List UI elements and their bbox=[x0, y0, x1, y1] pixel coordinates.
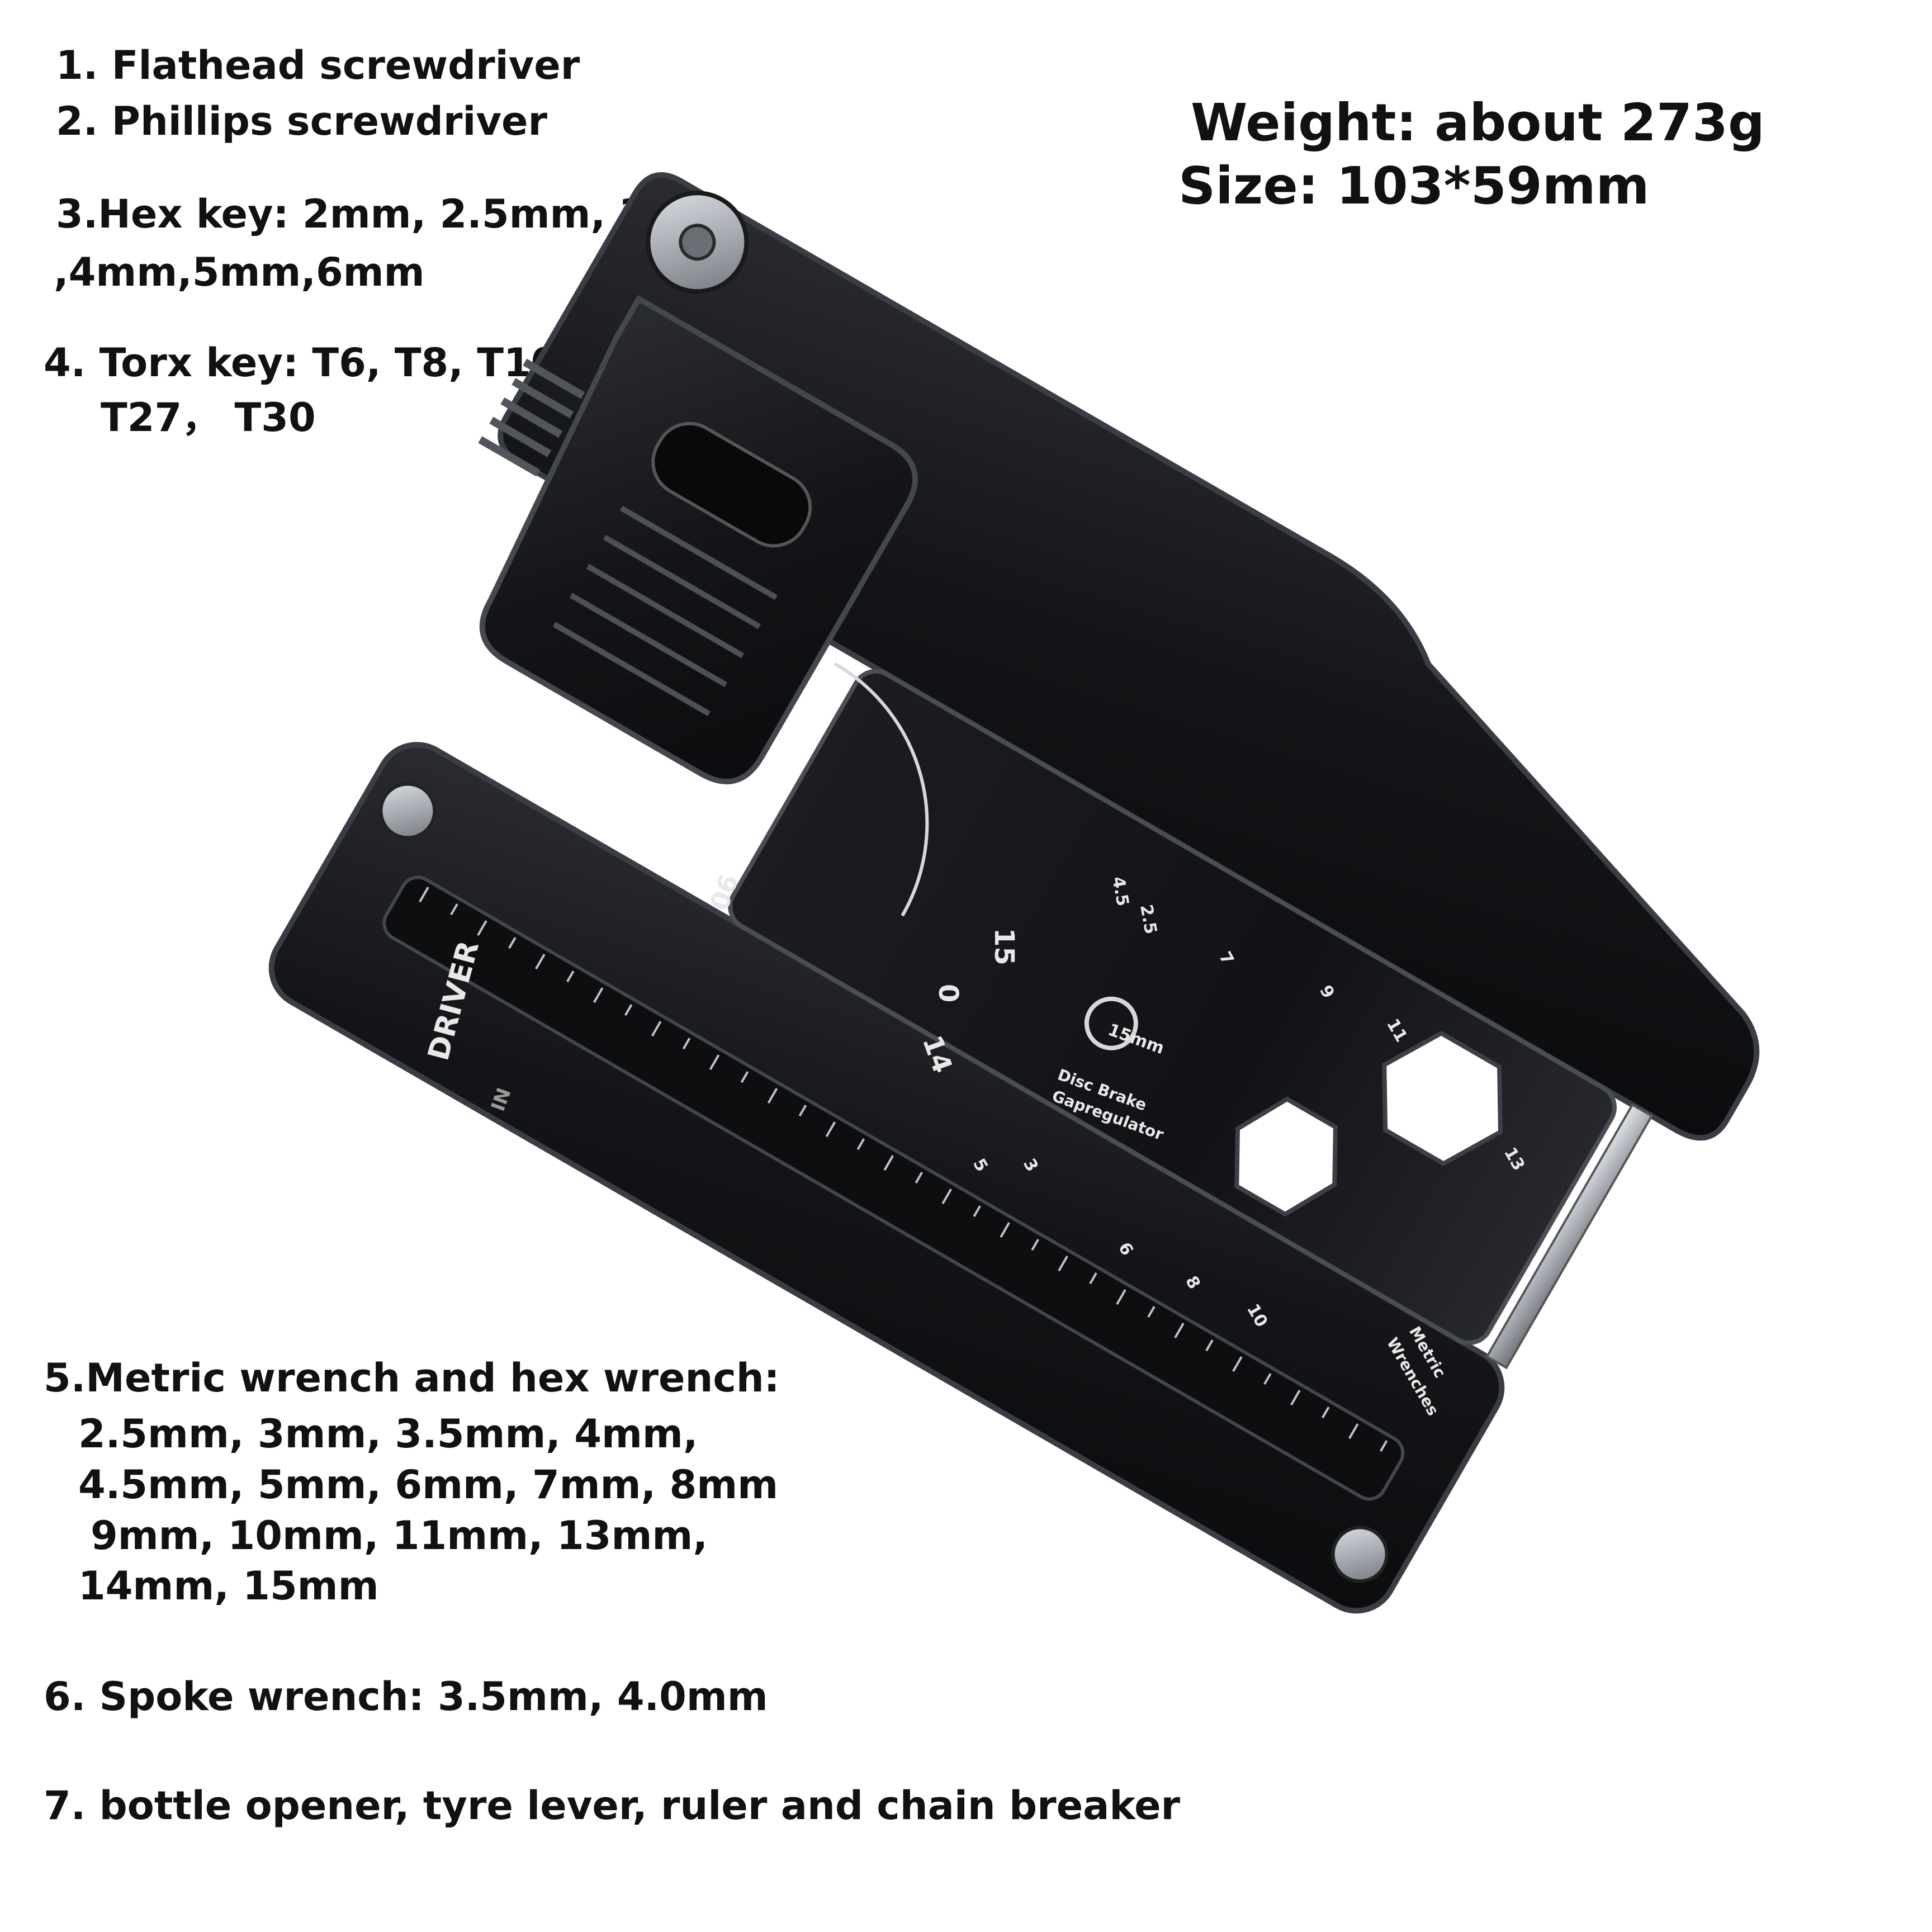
ruler-ticks bbox=[419, 887, 1388, 1452]
hex-opening-13 bbox=[1382, 1030, 1503, 1167]
spec-item-5-cont: 2.5mm, 3mm, 3.5mm, 4mm, 4.5mm, 5mm, 6mm,… bbox=[78, 1409, 778, 1510]
grip-ridges bbox=[552, 505, 778, 717]
spec-item-5-cont-2: 9mm, 10mm, 11mm, 13mm, bbox=[91, 1510, 708, 1561]
spec-item-5-line-3: 4.5mm, 5mm, 6mm, 7mm, 8mm bbox=[78, 1462, 779, 1508]
spec-item-5-line-2: 2.5mm, 3mm, 3.5mm, 4mm, bbox=[78, 1411, 698, 1457]
spec-item-5-cont-3: 14mm, 15mm bbox=[78, 1561, 379, 1612]
spec-item-5: 5.Metric wrench and hex wrench: bbox=[44, 1353, 780, 1404]
gap-regulator-ring bbox=[1084, 996, 1138, 1050]
spec-item-5-line-1: 5.Metric wrench and hex wrench: bbox=[44, 1355, 780, 1401]
spec-item-1: 1. Flathead screwdriver bbox=[56, 42, 580, 88]
marking-15: 15 bbox=[988, 928, 1020, 965]
pivot-bolt-hex bbox=[679, 224, 716, 261]
spec-item-3-cont: ,4mm,5mm,6mm bbox=[54, 247, 425, 298]
weight-label: Weight: about 273g bbox=[1191, 93, 1765, 153]
spec-item-5-line-4: 9mm, 10mm, 11mm, 13mm, bbox=[91, 1513, 708, 1559]
spec-item-3-line-2: ,4mm,5mm,6mm bbox=[54, 249, 425, 295]
multitool-body bbox=[268, 172, 1760, 1614]
chain-breaker-thread bbox=[478, 358, 585, 477]
screw-right bbox=[1331, 1526, 1389, 1583]
spec-item-5-line-5: 14mm, 15mm bbox=[78, 1563, 379, 1609]
spec-item-7: 7. bottle opener, tyre lever, ruler and … bbox=[44, 1783, 1181, 1829]
ruler-rail bbox=[382, 875, 1405, 1501]
marking-0: 0 bbox=[932, 984, 964, 1002]
spec-item-6: 6. Spoke wrench: 3.5mm, 4.0mm bbox=[44, 1674, 768, 1720]
chain-breaker-slot bbox=[651, 422, 812, 548]
hex-opening-10 bbox=[1234, 1096, 1338, 1217]
chain-breaker-lever bbox=[479, 295, 918, 784]
wrench-plate bbox=[728, 669, 1617, 1345]
screw-left bbox=[379, 782, 437, 840]
spec-item-2: 2. Phillips screwdriver bbox=[56, 98, 547, 144]
angle-dial bbox=[834, 662, 929, 917]
spec-item-4-cont: T27， T30 bbox=[101, 392, 316, 443]
size-label: Size: 103*59mm bbox=[1178, 156, 1650, 216]
steel-pin bbox=[1485, 1103, 1654, 1370]
spec-item-4-line-2: T27， T30 bbox=[101, 395, 316, 441]
